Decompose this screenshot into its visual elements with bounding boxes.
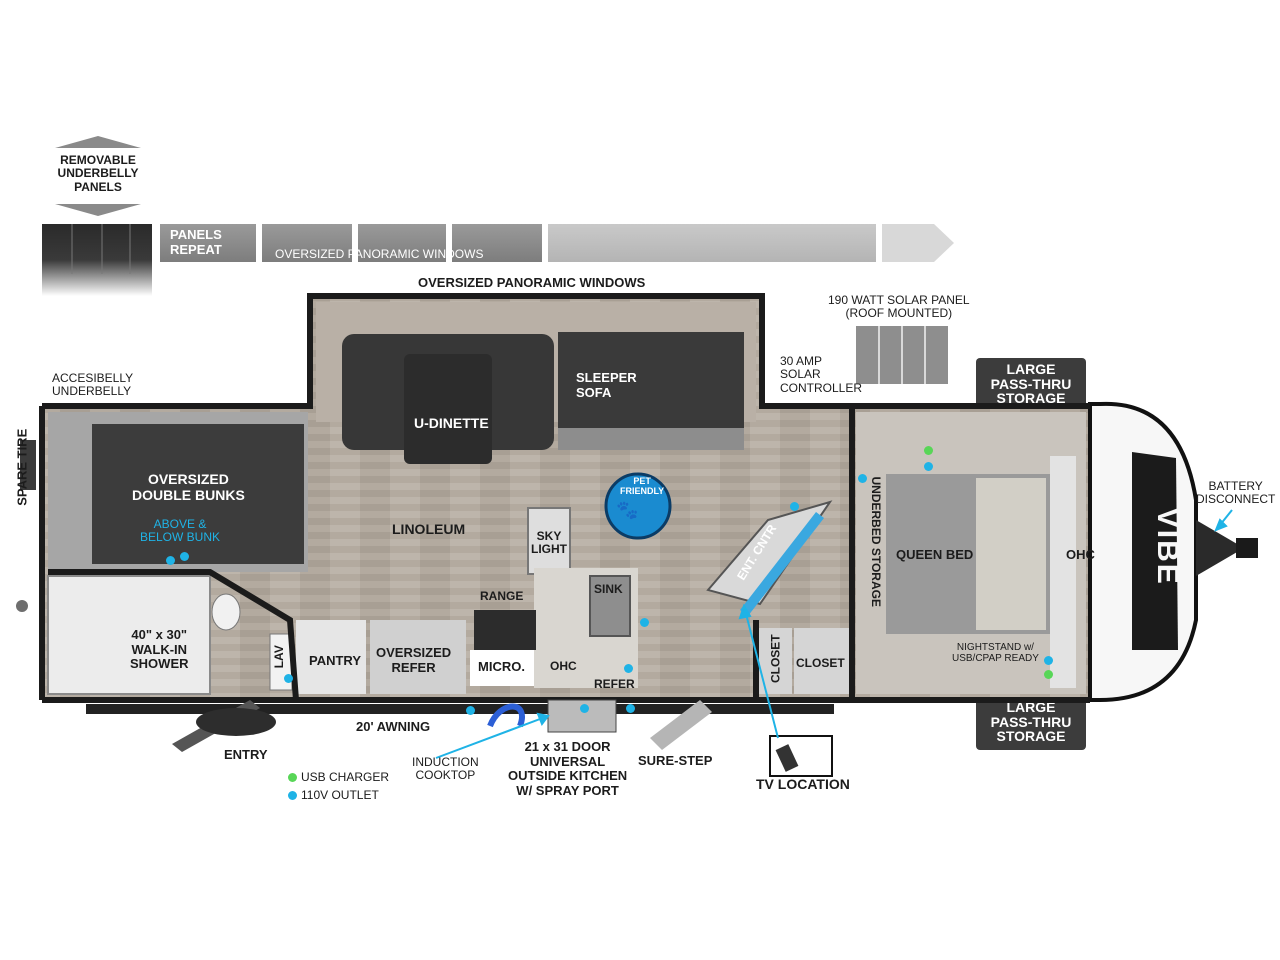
- brand-logo: VIBE: [1150, 507, 1184, 586]
- legend-usb-label: USB CHARGER: [301, 770, 390, 784]
- panel-segment-5: [548, 224, 876, 262]
- pass-thru-storage-bottom: LARGE PASS-THRU STORAGE: [976, 696, 1086, 750]
- sky-light-label: SKY LIGHT: [531, 529, 567, 557]
- accesibelly-label: ACCESIBELLY UNDERBELLY: [52, 371, 134, 399]
- shower-label: 40" x 30" WALK-IN SHOWER: [130, 627, 189, 672]
- nightstand-label: NIGHTSTAND w/ USB/CPAP READY: [952, 642, 1039, 665]
- outlet-bedroom-wall: [858, 474, 867, 483]
- solar-controller-label: 30 AMP SOLAR CONTROLLER: [780, 354, 863, 395]
- panel-segment-1: [160, 224, 256, 262]
- legend-usb: USB CHARGER: [288, 770, 389, 784]
- panel-segment-2: [262, 224, 352, 262]
- entry-label: ENTRY: [224, 747, 268, 762]
- sink-label: SINK: [594, 582, 623, 596]
- legend-outlet-dot: [288, 790, 297, 800]
- panel-segment-4: [452, 224, 542, 262]
- ohc-kitchen-label: OHC: [550, 659, 577, 673]
- closet-vertical-label: CLOSET: [768, 634, 783, 684]
- legend-outlet: 110V OUTLET: [288, 788, 389, 802]
- outlet-exterior-2: [580, 704, 589, 713]
- outlet-bunk-2: [166, 556, 175, 565]
- panel-segment-6: [882, 224, 934, 262]
- tv-location-label: TV LOCATION: [756, 776, 850, 792]
- double-bunks-label: OVERSIZED DOUBLE BUNKS: [132, 471, 245, 503]
- linoleum-label: LINOLEUM: [392, 521, 466, 537]
- u-dinette-label: U-DINETTE: [414, 415, 489, 431]
- panel-strip-arrow: [934, 224, 954, 267]
- panels-repeat-label: PANELS REPEAT: [170, 227, 222, 257]
- spare-tire-label: SPARE TIRE: [14, 428, 30, 506]
- battery-disconnect-label: BATTERY DISCONNECT: [1196, 479, 1276, 507]
- queen-bed-label: QUEEN BED: [896, 547, 974, 562]
- outlet-bunk: [180, 552, 189, 561]
- legend-outlet-label: 110V OUTLET: [301, 788, 379, 802]
- awning-label: 20' AWNING: [356, 719, 431, 734]
- ohc-bedroom-label: OHC: [1066, 547, 1095, 562]
- outside-kitchen-label: 21 x 31 DOOR UNIVERSAL OUTSIDE KITCHEN W…: [508, 739, 628, 798]
- oversized-windows-label: OVERSIZED PANORAMIC WINDOWS: [418, 275, 646, 290]
- paw-icon: 🐾: [616, 500, 639, 520]
- strip-windows-label: OVERSIZED PANORAMIC WINDOWS: [275, 247, 484, 261]
- above-below-bunk-label: ABOVE & BELOW BUNK: [140, 517, 221, 545]
- outlet-refer: [624, 664, 633, 673]
- legend: USB CHARGER 110V OUTLET: [288, 770, 389, 802]
- oversized-refer-label: OVERSIZED REFER: [376, 645, 452, 675]
- usb-bedroom-top: [924, 446, 933, 455]
- micro-label: MICRO.: [478, 659, 525, 674]
- solar-panel-label: 190 WATT SOLAR PANEL (ROOF MOUNTED): [828, 293, 970, 321]
- outlet-lav: [284, 674, 293, 683]
- lav-label: LAV: [271, 645, 286, 669]
- range-label: RANGE: [480, 589, 524, 603]
- outlet-ent: [790, 502, 799, 511]
- outlet-nightstand: [1044, 656, 1053, 665]
- usb-nightstand: [1044, 670, 1053, 679]
- sleeper-sofa-label: SLEEPER SOFA: [576, 370, 637, 400]
- pet-friendly-label: PET FRIENDLY: [620, 476, 665, 497]
- removable-panels-arrow: [55, 136, 141, 218]
- pantry-label: PANTRY: [309, 653, 361, 668]
- outlet-exterior-1: [466, 706, 475, 715]
- underbed-storage-label: UNDERBED STORAGE: [868, 476, 883, 607]
- solar-panel-graphic: [856, 326, 948, 384]
- panel-segment-3: [358, 224, 446, 262]
- closet-label: CLOSET: [796, 656, 845, 670]
- removable-panels-label: REMOVABLE UNDERBELLY PANELS: [57, 153, 139, 194]
- outlet-bedroom-top: [924, 462, 933, 471]
- underbelly-panel-sample: [42, 224, 152, 296]
- legend-usb-dot: [288, 772, 297, 782]
- sure-step-label: SURE-STEP: [638, 753, 713, 768]
- refer-label: REFER: [594, 677, 635, 691]
- outlet-exterior-3: [626, 704, 635, 713]
- induction-cooktop-label: INDUCTION COOKTOP: [412, 755, 479, 783]
- outlet-sink: [640, 618, 649, 627]
